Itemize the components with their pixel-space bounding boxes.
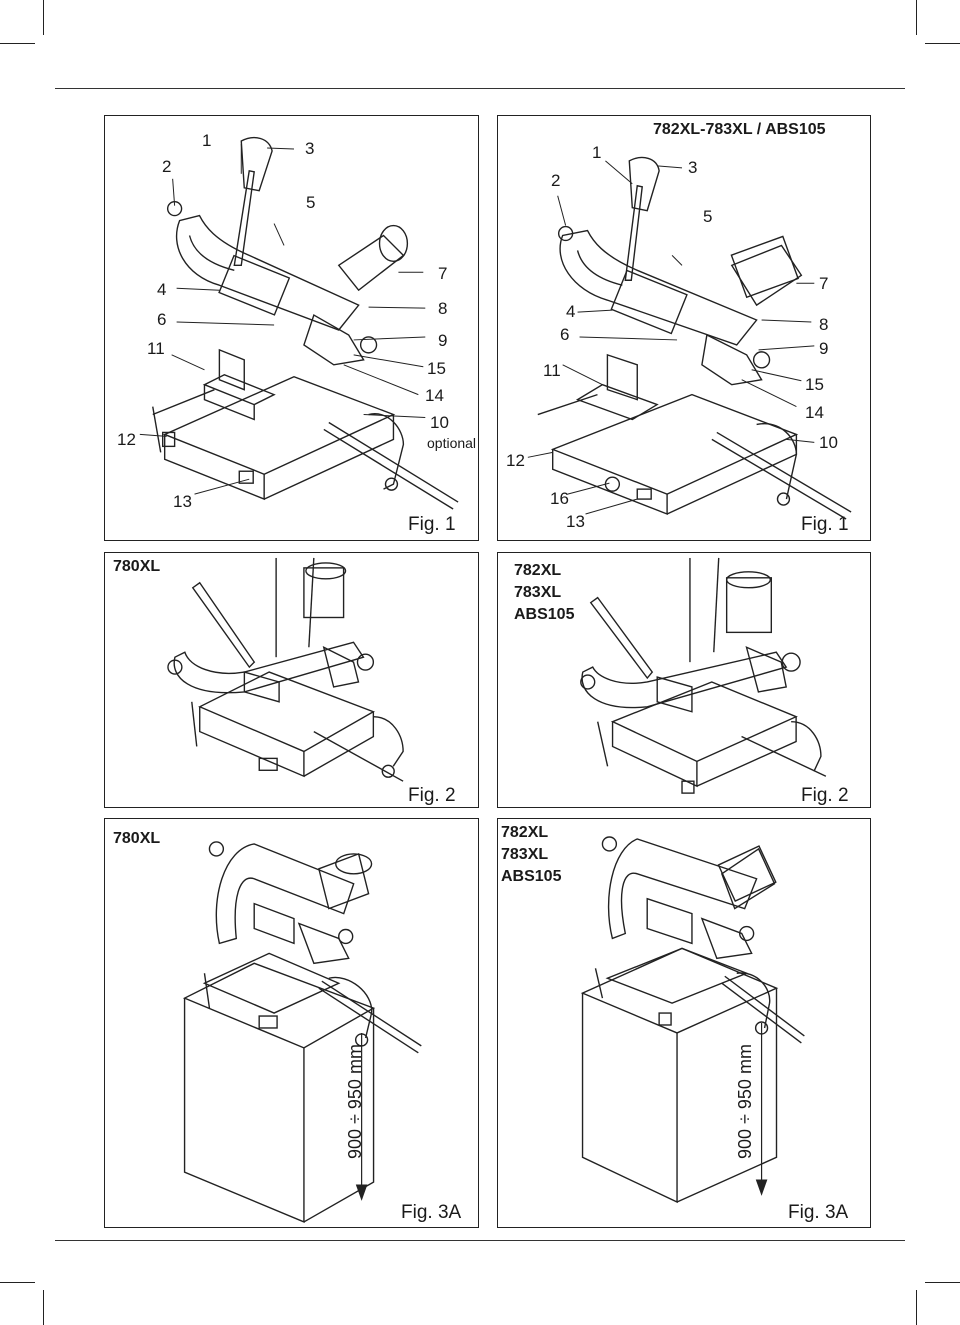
callout-15: 15 <box>427 359 446 378</box>
fig2-right-model-line-2: 783XL <box>514 584 562 601</box>
fig3-right-model-line-2: 783XL <box>501 846 549 863</box>
callout-10: 10 <box>819 433 838 452</box>
fig3-left-dimension: 900 ÷ 950 mm <box>345 1044 365 1159</box>
callout-9: 9 <box>438 331 448 350</box>
callout-1: 1 <box>592 143 602 162</box>
crop-mark-tl-v <box>43 0 44 35</box>
callout-15: 15 <box>805 375 824 394</box>
callout-1: 1 <box>202 131 212 150</box>
fig1-left-panel: 1 2 3 5 4 6 11 12 13 7 8 9 15 14 10 opti… <box>104 115 479 541</box>
fig2-left-model: 780XL <box>113 558 161 575</box>
callout-7: 7 <box>819 274 829 293</box>
callout-13: 13 <box>173 492 192 511</box>
optional-label: optional <box>427 435 477 451</box>
callout-4: 4 <box>157 280 167 299</box>
crop-mark-tl-h <box>0 43 35 44</box>
bandsaw-lowered-drawing <box>167 557 404 782</box>
callout-16: 16 <box>550 489 569 508</box>
fig3-right-model-line-3: ABS105 <box>501 868 562 885</box>
fig2-right-model-line-3: ABS105 <box>514 607 575 623</box>
callout-6: 6 <box>157 310 167 329</box>
callout-11: 11 <box>543 361 561 380</box>
callout-5: 5 <box>306 193 316 212</box>
fig3-left-caption: Fig. 3A <box>401 1202 462 1223</box>
crop-mark-bl-v <box>43 1290 44 1325</box>
fig2-left-panel: 780XL Fig. 2 <box>104 552 479 808</box>
callout-7: 7 <box>438 264 448 283</box>
callout-6: 6 <box>560 325 570 344</box>
callout-5: 5 <box>703 207 713 226</box>
bandsaw-parts-drawing <box>527 156 852 520</box>
callout-14: 14 <box>805 403 824 422</box>
fig3-right-dimension: 900 ÷ 950 mm <box>735 1044 755 1159</box>
callout-12: 12 <box>506 451 525 470</box>
fig1-right-panel: 782XL-783XL / ABS105 1 2 3 5 4 6 11 12 1… <box>497 115 871 541</box>
crop-mark-br-h <box>925 1282 960 1283</box>
callout-8: 8 <box>819 315 829 334</box>
callout-3: 3 <box>305 139 315 158</box>
bandsaw-lowered-drawing <box>580 557 827 794</box>
fig1-right-caption: Fig. 1 <box>801 514 849 535</box>
fig3-left-model: 780XL <box>113 830 161 847</box>
fig2-right-caption: Fig. 2 <box>801 785 849 806</box>
callout-10: 10 <box>430 413 449 432</box>
fig2-right-panel: 782XL 783XL ABS105 Fig. 2 <box>497 552 871 808</box>
crop-mark-tr-h <box>925 43 960 44</box>
bottom-rule <box>55 1240 905 1241</box>
fig3-left-panel: 780XL 900 ÷ 950 mm Fig. 3A <box>104 818 479 1228</box>
fig3-right-model-line-1: 782XL <box>501 824 549 841</box>
callout-9: 9 <box>819 339 829 358</box>
callout-11: 11 <box>147 339 165 358</box>
callout-3: 3 <box>688 158 698 177</box>
fig3-right-panel: 782XL 783XL ABS105 900 ÷ 950 mm Fig. 3A <box>497 818 871 1228</box>
crop-mark-br-v <box>916 1290 917 1325</box>
bandsaw-parts-drawing <box>139 136 459 510</box>
fig1-left-caption: Fig. 1 <box>408 514 456 535</box>
callout-13: 13 <box>566 512 585 531</box>
crop-mark-tr-v <box>916 0 917 35</box>
top-rule <box>55 88 905 89</box>
callout-12: 12 <box>117 430 136 449</box>
bandsaw-on-stand-drawing <box>182 841 422 1223</box>
fig2-left-caption: Fig. 2 <box>408 785 456 806</box>
fig2-right-model-line-1: 782XL <box>514 562 562 579</box>
callout-14: 14 <box>425 386 444 405</box>
callout-8: 8 <box>438 299 448 318</box>
crop-mark-bl-h <box>0 1282 35 1283</box>
fig1-right-header: 782XL-783XL / ABS105 <box>653 121 826 138</box>
bandsaw-on-stand-drawing <box>580 836 805 1204</box>
callout-2: 2 <box>162 157 172 176</box>
fig3-right-caption: Fig. 3A <box>788 1202 849 1223</box>
callout-4: 4 <box>566 302 576 321</box>
callout-2: 2 <box>551 171 561 190</box>
